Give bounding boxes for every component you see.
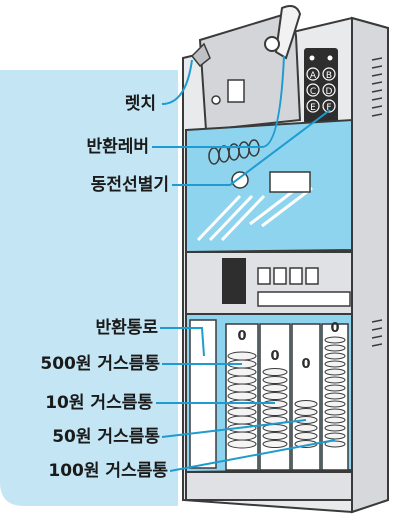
leader-latch <box>161 59 193 105</box>
coin-stack-100 <box>324 336 346 448</box>
keypad-keys: A B C D E F <box>306 67 336 113</box>
tube-marker: 0 <box>301 357 310 372</box>
control-strip <box>257 291 351 307</box>
sorter-block <box>269 171 311 193</box>
keypad-key-label: D <box>326 87 333 97</box>
tube-marker: 0 <box>330 321 339 336</box>
keypad-led <box>327 55 333 61</box>
side-vents <box>371 57 383 347</box>
keypad-key <box>322 67 336 81</box>
control-buttons <box>257 267 319 285</box>
lever-pivot <box>264 36 280 52</box>
return-lever <box>274 5 302 60</box>
leader-return-chute <box>160 327 205 357</box>
label-return-lever: 반환레버 <box>86 137 149 157</box>
label-tube-10: 10원 거스름통 <box>45 393 153 413</box>
label-latch: 렛치 <box>124 94 156 114</box>
cover-window <box>227 79 245 103</box>
label-return-chute: 반환통로 <box>95 318 158 338</box>
tube-marker: 0 <box>237 329 246 344</box>
keypad-key <box>306 83 320 97</box>
leader-coin-sorter <box>172 109 331 186</box>
keypad-key-label: E <box>310 103 316 113</box>
keypad-key <box>306 99 320 113</box>
keypad-key-label: C <box>310 87 316 97</box>
label-tube-500: 500원 거스름통 <box>40 354 160 374</box>
speaker-grill <box>222 258 246 304</box>
keypad-key <box>306 67 320 81</box>
leader-lines <box>152 55 336 472</box>
tube-marker: 0 <box>270 349 279 364</box>
latch <box>190 42 211 68</box>
keypad-key-label: B <box>326 71 332 81</box>
label-tube-100: 100원 거스름통 <box>48 461 168 481</box>
machine-base <box>185 471 353 501</box>
label-panel <box>0 70 178 506</box>
keypad-key-label: A <box>310 71 317 81</box>
leader-return-lever <box>152 55 285 148</box>
label-tube-50: 50원 거스름통 <box>52 427 160 447</box>
sorter-gear <box>231 171 249 189</box>
keypad-key-label: F <box>326 103 331 113</box>
keypad-led <box>309 55 315 61</box>
coin-stack-500 <box>227 351 257 449</box>
cover-screw <box>211 95 221 105</box>
sorter-interior <box>185 118 353 254</box>
machine-side-panel <box>351 16 389 514</box>
keypad-key <box>322 83 336 97</box>
leader-50 <box>161 419 307 438</box>
label-coin-sorter: 동전선별기 <box>90 175 169 195</box>
leader-100 <box>169 439 336 472</box>
